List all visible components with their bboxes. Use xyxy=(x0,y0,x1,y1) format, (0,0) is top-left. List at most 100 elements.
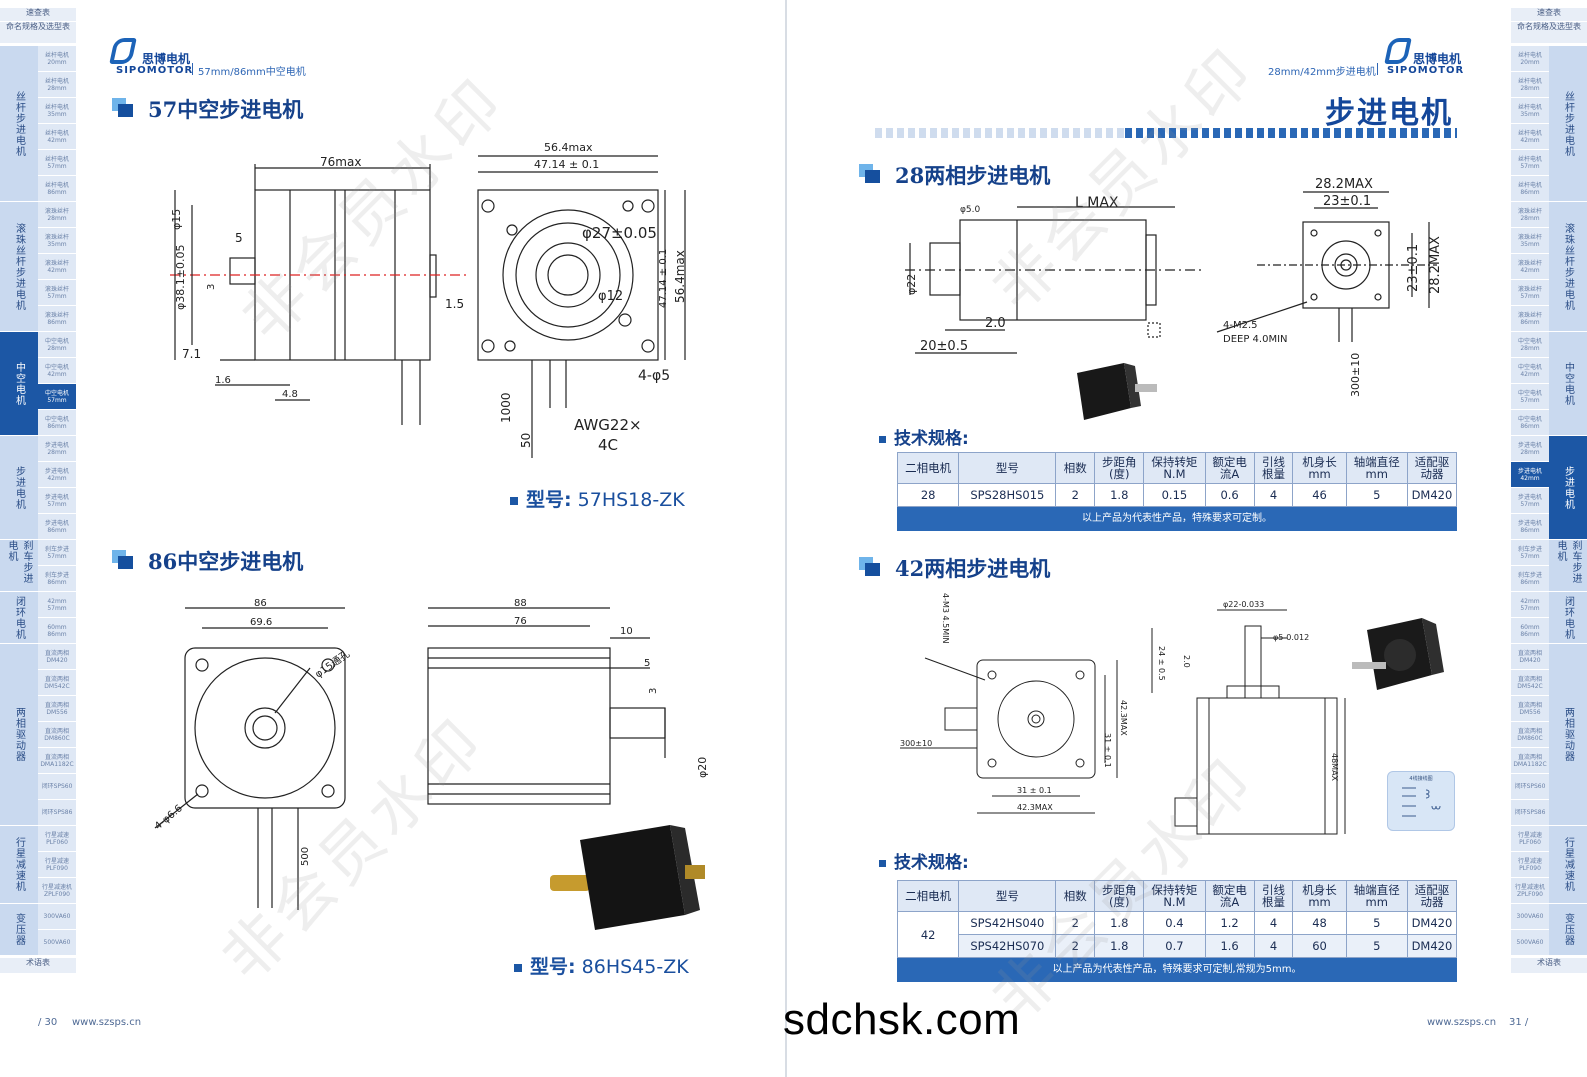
dim-4-phi6-6: 4-φ6.6 xyxy=(153,803,185,832)
nav-subitem[interactable]: 直流两相DM556 xyxy=(1511,696,1549,722)
nav-subitem[interactable]: 丝杆电机42mm xyxy=(1511,124,1549,150)
nav-subitem[interactable]: 丝杆电机28mm xyxy=(38,72,76,98)
nav-glossary[interactable]: 术语表 xyxy=(1511,958,1587,974)
nav-subitem[interactable]: 丝杆电机28mm xyxy=(1511,72,1549,98)
nav-subitem[interactable]: 步进电机57mm xyxy=(1511,488,1549,514)
nav-subitem[interactable]: 步进电机28mm xyxy=(1511,436,1549,462)
nav-subitem[interactable]: 丝杆电机57mm xyxy=(38,150,76,176)
nav-subitem[interactable]: 滚珠丝杆57mm xyxy=(1511,280,1549,306)
nav-category[interactable]: 刹车步进电机 xyxy=(0,540,38,592)
nav-category[interactable]: 闭环电机 xyxy=(1549,592,1587,644)
nav-subitem[interactable]: 闭环SPS86 xyxy=(1511,800,1549,826)
nav-subitem[interactable]: 中空电机57mm xyxy=(38,384,76,410)
nav-subitem[interactable]: 丝杆电机20mm xyxy=(1511,46,1549,72)
nav-subitem[interactable]: 丝杆电机42mm xyxy=(38,124,76,150)
nav-category[interactable]: 丝杆步进电机 xyxy=(1549,46,1587,202)
nav-selection-table[interactable]: 命名规格及选型表 xyxy=(1511,22,1587,44)
nav-subitem[interactable]: 60mm 86mm xyxy=(1511,618,1549,644)
nav-subitem[interactable]: 直流两相DM542C xyxy=(38,670,76,696)
nav-subitem[interactable]: 丝杆电机57mm xyxy=(1511,150,1549,176)
nav-category[interactable]: 两相驱动器 xyxy=(0,644,38,826)
nav-subitem[interactable]: 刹车步进57mm xyxy=(1511,540,1549,566)
nav-subitem[interactable]: 丝杆电机20mm xyxy=(38,46,76,72)
nav-subitem[interactable]: 闭环SPS60 xyxy=(1511,774,1549,800)
nav-category[interactable]: 中空电机 xyxy=(0,332,38,436)
nav-subitem[interactable]: 中空电机86mm xyxy=(1511,410,1549,436)
nav-subitem[interactable]: 滚珠丝杆86mm xyxy=(38,306,76,332)
nav-subitem[interactable]: 500VA60 xyxy=(1511,930,1549,956)
nav-subitem[interactable]: 步进电机57mm xyxy=(38,488,76,514)
nav-subitem[interactable]: 滚珠丝杆42mm xyxy=(38,254,76,280)
nav-subitem[interactable]: 步进电机86mm xyxy=(1511,514,1549,540)
nav-subitem[interactable]: 行星减速PLF060 xyxy=(1511,826,1549,852)
nav-subitem[interactable]: 42mm 57mm xyxy=(38,592,76,618)
nav-category[interactable]: 滚珠丝杆步进电机 xyxy=(0,202,38,332)
nav-subitem[interactable]: 直流两相DM556 xyxy=(38,696,76,722)
nav-subitem[interactable]: 300VA60 xyxy=(38,904,76,930)
nav-category[interactable]: 丝杆步进电机 xyxy=(0,46,38,202)
nav-subitem[interactable]: 丝杆电机35mm xyxy=(1511,98,1549,124)
nav-subitem[interactable]: 60mm 86mm xyxy=(38,618,76,644)
nav-category[interactable]: 行星减速机 xyxy=(1549,826,1587,904)
section-title-28-text: 28两相步进电机 xyxy=(895,163,1051,188)
nav-subitem[interactable]: 滚珠丝杆57mm xyxy=(38,280,76,306)
nav-subitem[interactable]: 行星减速PLF090 xyxy=(1511,852,1549,878)
nav-subitem[interactable]: 行星减速PLF060 xyxy=(38,826,76,852)
nav-quick-ref[interactable]: 速查表 xyxy=(1511,8,1587,22)
nav-subitem[interactable]: 丝杆电机86mm xyxy=(38,176,76,202)
nav-category[interactable]: 步进电机 xyxy=(1549,436,1587,540)
nav-category[interactable]: 步进电机 xyxy=(0,436,38,540)
nav-subitem[interactable]: 直流两相DM420 xyxy=(38,644,76,670)
nav-category[interactable]: 两相驱动器 xyxy=(1549,644,1587,826)
nav-subitem[interactable]: 中空电机28mm xyxy=(1511,332,1549,358)
nav-subitem[interactable]: 滚珠丝杆28mm xyxy=(38,202,76,228)
nav-category[interactable]: 中空电机 xyxy=(1549,332,1587,436)
nav-subitem[interactable]: 行星减速PLF090 xyxy=(38,852,76,878)
nav-subitem[interactable]: 直流两相DMA1182C xyxy=(38,748,76,774)
nav-category[interactable]: 滚珠丝杆步进电机 xyxy=(1549,202,1587,332)
nav-subitem[interactable]: 步进电机42mm xyxy=(1511,462,1549,488)
nav-subitem[interactable]: 闭环SPS86 xyxy=(38,800,76,826)
footer-url-left[interactable]: www.szsps.cn xyxy=(72,1017,142,1028)
nav-subitem[interactable]: 步进电机42mm xyxy=(38,462,76,488)
nav-subitem[interactable]: 直流两相DM860C xyxy=(1511,722,1549,748)
nav-category[interactable]: 闭环电机 xyxy=(0,592,38,644)
footer-url-right[interactable]: www.szsps.cn xyxy=(1427,1017,1497,1028)
nav-subitem[interactable]: 中空电机57mm xyxy=(1511,384,1549,410)
nav-subitem[interactable]: 直流两相DM542C xyxy=(1511,670,1549,696)
nav-quick-ref[interactable]: 速查表 xyxy=(0,8,76,22)
nav-subitem[interactable]: 丝杆电机35mm xyxy=(38,98,76,124)
nav-subitem[interactable]: 行星减速机ZPLF090 xyxy=(1511,878,1549,904)
nav-category[interactable]: 变压器 xyxy=(0,904,38,956)
page-number-left: / 30 xyxy=(38,1017,58,1028)
nav-subitem[interactable]: 滚珠丝杆86mm xyxy=(1511,306,1549,332)
nav-category[interactable]: 变压器 xyxy=(1549,904,1587,956)
nav-glossary[interactable]: 术语表 xyxy=(0,958,76,974)
nav-subitem[interactable]: 滚珠丝杆42mm xyxy=(1511,254,1549,280)
nav-subitem[interactable]: 滚珠丝杆28mm xyxy=(1511,202,1549,228)
nav-subitem[interactable]: 滚珠丝杆35mm xyxy=(38,228,76,254)
site-url-overlay[interactable]: sdchsk.com xyxy=(783,995,1021,1044)
nav-subitem[interactable]: 步进电机28mm xyxy=(38,436,76,462)
nav-subitem[interactable]: 刹车步进86mm xyxy=(1511,566,1549,592)
nav-subitem[interactable]: 中空电机42mm xyxy=(38,358,76,384)
nav-subitem[interactable]: 42mm 57mm xyxy=(1511,592,1549,618)
nav-subitem[interactable]: 直流两相DMA1182C xyxy=(1511,748,1549,774)
nav-subitem[interactable]: 直流两相DM420 xyxy=(1511,644,1549,670)
nav-subitem[interactable]: 300VA60 xyxy=(1511,904,1549,930)
nav-subitem[interactable]: 中空电机42mm xyxy=(1511,358,1549,384)
nav-subitem[interactable]: 行星减速机ZPLF090 xyxy=(38,878,76,904)
nav-subitem[interactable]: 滚珠丝杆35mm xyxy=(1511,228,1549,254)
nav-subitem[interactable]: 中空电机28mm xyxy=(38,332,76,358)
nav-subitem[interactable]: 直流两相DM860C xyxy=(38,722,76,748)
nav-category[interactable]: 行星减速机 xyxy=(0,826,38,904)
nav-subitem[interactable]: 刹车步进86mm xyxy=(38,566,76,592)
nav-subitem[interactable]: 闭环SPS60 xyxy=(38,774,76,800)
nav-subitem[interactable]: 刹车步进57mm xyxy=(38,540,76,566)
nav-selection-table[interactable]: 命名规格及选型表 xyxy=(0,22,76,44)
nav-subitem[interactable]: 500VA60 xyxy=(38,930,76,956)
nav-subitem[interactable]: 中空电机86mm xyxy=(38,410,76,436)
nav-subitem[interactable]: 步进电机86mm xyxy=(38,514,76,540)
nav-category[interactable]: 刹车步进电机 xyxy=(1549,540,1587,592)
nav-subitem[interactable]: 丝杆电机86mm xyxy=(1511,176,1549,202)
